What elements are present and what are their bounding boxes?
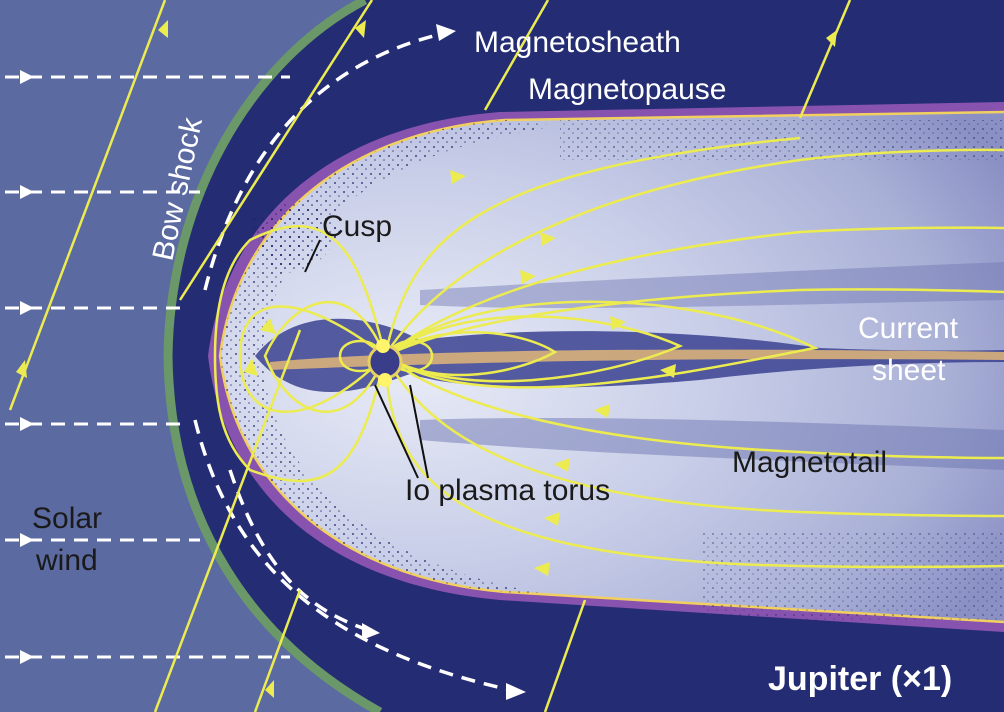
current-sheet-label-line1: Current	[858, 312, 959, 345]
current-sheet-label-line2: sheet	[872, 354, 946, 387]
north-pole-glow	[376, 339, 390, 353]
io-plasma-torus-label: Io plasma torus	[405, 474, 610, 507]
magnetopause-label: Magnetopause	[528, 73, 727, 106]
magnetotail-label: Magnetotail	[732, 446, 887, 479]
magnetosheath-label: Magnetosheath	[474, 26, 681, 59]
tail-speckle-bottom	[700, 530, 1004, 620]
solar-wind-label-line1: Solar	[32, 502, 102, 535]
solar-wind-label-line2: wind	[35, 544, 98, 577]
south-pole-glow	[378, 373, 392, 387]
cusp-label: Cusp	[322, 210, 392, 243]
jupiter-title: Jupiter (×1)	[768, 660, 952, 698]
